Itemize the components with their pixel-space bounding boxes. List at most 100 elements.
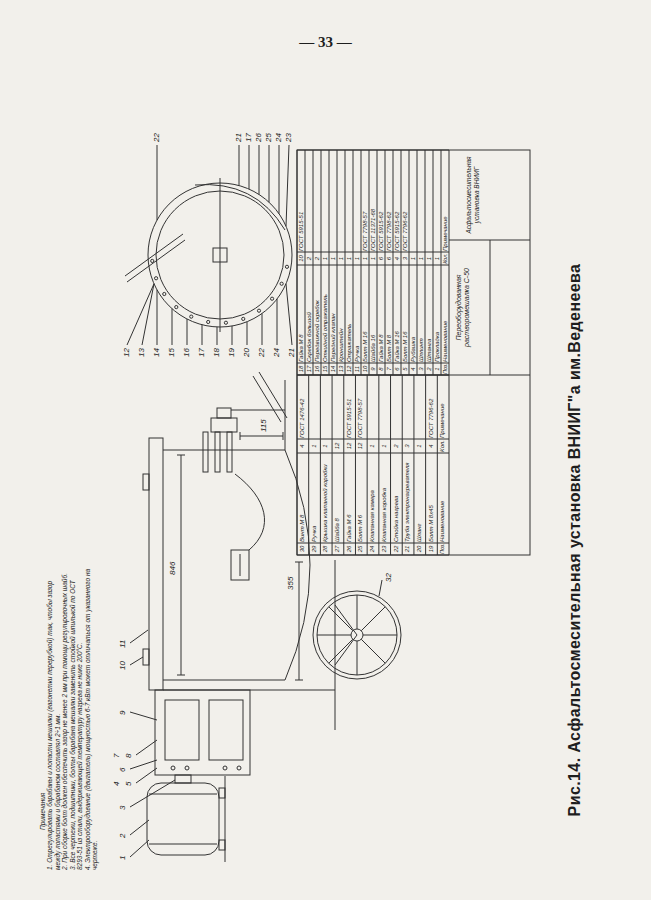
leader-line	[286, 145, 289, 226]
table-cell: Примечание	[437, 376, 449, 438]
table-cell: Шланг	[414, 454, 426, 542]
side-view-part	[313, 591, 401, 679]
table-cell: 3	[417, 364, 425, 374]
callout-number: 21	[235, 133, 243, 142]
bolt-symbol	[175, 305, 178, 308]
side-view-part	[227, 432, 232, 472]
table-cell: 9	[369, 364, 377, 374]
side-view-part	[231, 410, 285, 411]
table-cell: 6	[393, 364, 401, 374]
side-view-part	[335, 635, 357, 665]
table-cell: Шайба 8	[332, 454, 344, 542]
side-view-part	[209, 700, 243, 760]
callout-number: 7	[113, 754, 121, 758]
side-view-part	[149, 794, 217, 795]
table-rule	[297, 265, 449, 266]
table-cell: 1	[425, 253, 433, 264]
leader-line	[286, 284, 292, 345]
table-rule	[297, 543, 449, 544]
table-cell: Ручка	[353, 266, 361, 362]
table-cell: Гайка М 16	[393, 266, 401, 362]
table-cell: 16	[313, 364, 321, 374]
table-cell: 22	[391, 544, 403, 554]
table-cell: Кол.	[441, 253, 449, 264]
side-view-part	[171, 766, 175, 770]
callout-number: 24	[273, 348, 281, 364]
table-cell: 2	[425, 364, 433, 374]
table-cell: Наименование	[437, 454, 449, 542]
table-cell: Скребок большой	[305, 266, 313, 362]
leader-line	[239, 145, 240, 186]
table-cell: ГОСТ 5915-62	[393, 151, 401, 251]
notes-block: Примечания1. Отрегулировать барабаны и л…	[39, 565, 99, 870]
bolt-symbol	[257, 309, 260, 312]
table-rule	[297, 375, 449, 376]
table-rule	[332, 375, 333, 555]
parts-table	[297, 150, 530, 555]
callout-number: 22	[153, 133, 161, 142]
callout-number: 17	[198, 348, 206, 364]
table-cell: Поз.	[441, 364, 449, 374]
table-cell: Кронштейн	[337, 266, 345, 362]
table-cell: 1	[361, 253, 369, 264]
table-rule	[367, 375, 368, 555]
table-rule	[321, 150, 322, 375]
table-cell: ГОСТ 5915-51	[344, 376, 356, 438]
table-rule	[343, 375, 344, 555]
table-cell: 4	[409, 364, 417, 374]
leader-line	[202, 325, 203, 345]
side-view-part	[175, 775, 191, 783]
side-view-part	[259, 372, 287, 418]
leader-line	[277, 299, 278, 345]
table-rule	[297, 453, 449, 454]
side-view-part	[155, 690, 250, 775]
table-cell: ГОСТ 7796-62	[426, 376, 438, 438]
table-cell: Гайка М 6	[344, 454, 356, 542]
table-cell: Передний клапан	[329, 266, 337, 362]
table-cell: Кол.	[437, 440, 449, 452]
table-rule	[305, 150, 306, 375]
callout-number: 1	[119, 856, 127, 860]
leader-line	[172, 309, 173, 345]
end-view-part	[125, 234, 183, 276]
callout-number: 24	[275, 133, 283, 142]
table-cell: 10	[361, 364, 369, 374]
table-cell: ГОСТ 5915-62	[377, 151, 385, 251]
table-cell: 26	[344, 544, 356, 554]
table-rule	[385, 150, 386, 375]
table-cell: 12	[345, 364, 353, 374]
table-cell: ГОСТ 7798-57	[355, 376, 367, 438]
table-cell: 12	[332, 440, 344, 452]
leader-line	[279, 145, 280, 214]
table-cell: Гайка М 8	[297, 266, 305, 362]
table-cell: Отражатель	[345, 266, 353, 362]
leader-line	[217, 327, 218, 345]
table-cell: 4	[426, 440, 438, 452]
table-cell: 1	[414, 440, 426, 452]
table-rule	[313, 150, 314, 375]
side-view-part	[163, 450, 310, 680]
callout-number: 17	[245, 133, 253, 142]
side-view-part	[177, 455, 185, 456]
leader-line	[157, 145, 158, 220]
table-cell: Болт М 8х45	[426, 454, 438, 542]
table-cell: 1	[309, 440, 321, 452]
table-cell: 2	[313, 253, 321, 264]
table-cell: 19	[426, 544, 438, 554]
table-cell: Клапанная коробка	[379, 454, 391, 542]
leader-line	[259, 145, 260, 194]
bolt-symbol	[280, 282, 283, 285]
table-cell: 5	[401, 364, 409, 374]
side-view-part	[181, 455, 182, 675]
table-cell: 1	[320, 440, 332, 452]
table-cell: 1	[417, 253, 425, 264]
note-text: 3. Все чертежи, подшипники, болты бараба…	[69, 565, 84, 870]
bolt-symbol	[270, 297, 273, 300]
page-number: — 33 —	[0, 34, 651, 51]
generated-lines	[127, 145, 449, 857]
table-cell: 7	[385, 364, 393, 374]
dimension-value: 115	[260, 419, 268, 432]
side-view-part	[235, 474, 265, 550]
bolt-symbol	[207, 320, 210, 323]
table-cell: 1	[353, 253, 361, 264]
